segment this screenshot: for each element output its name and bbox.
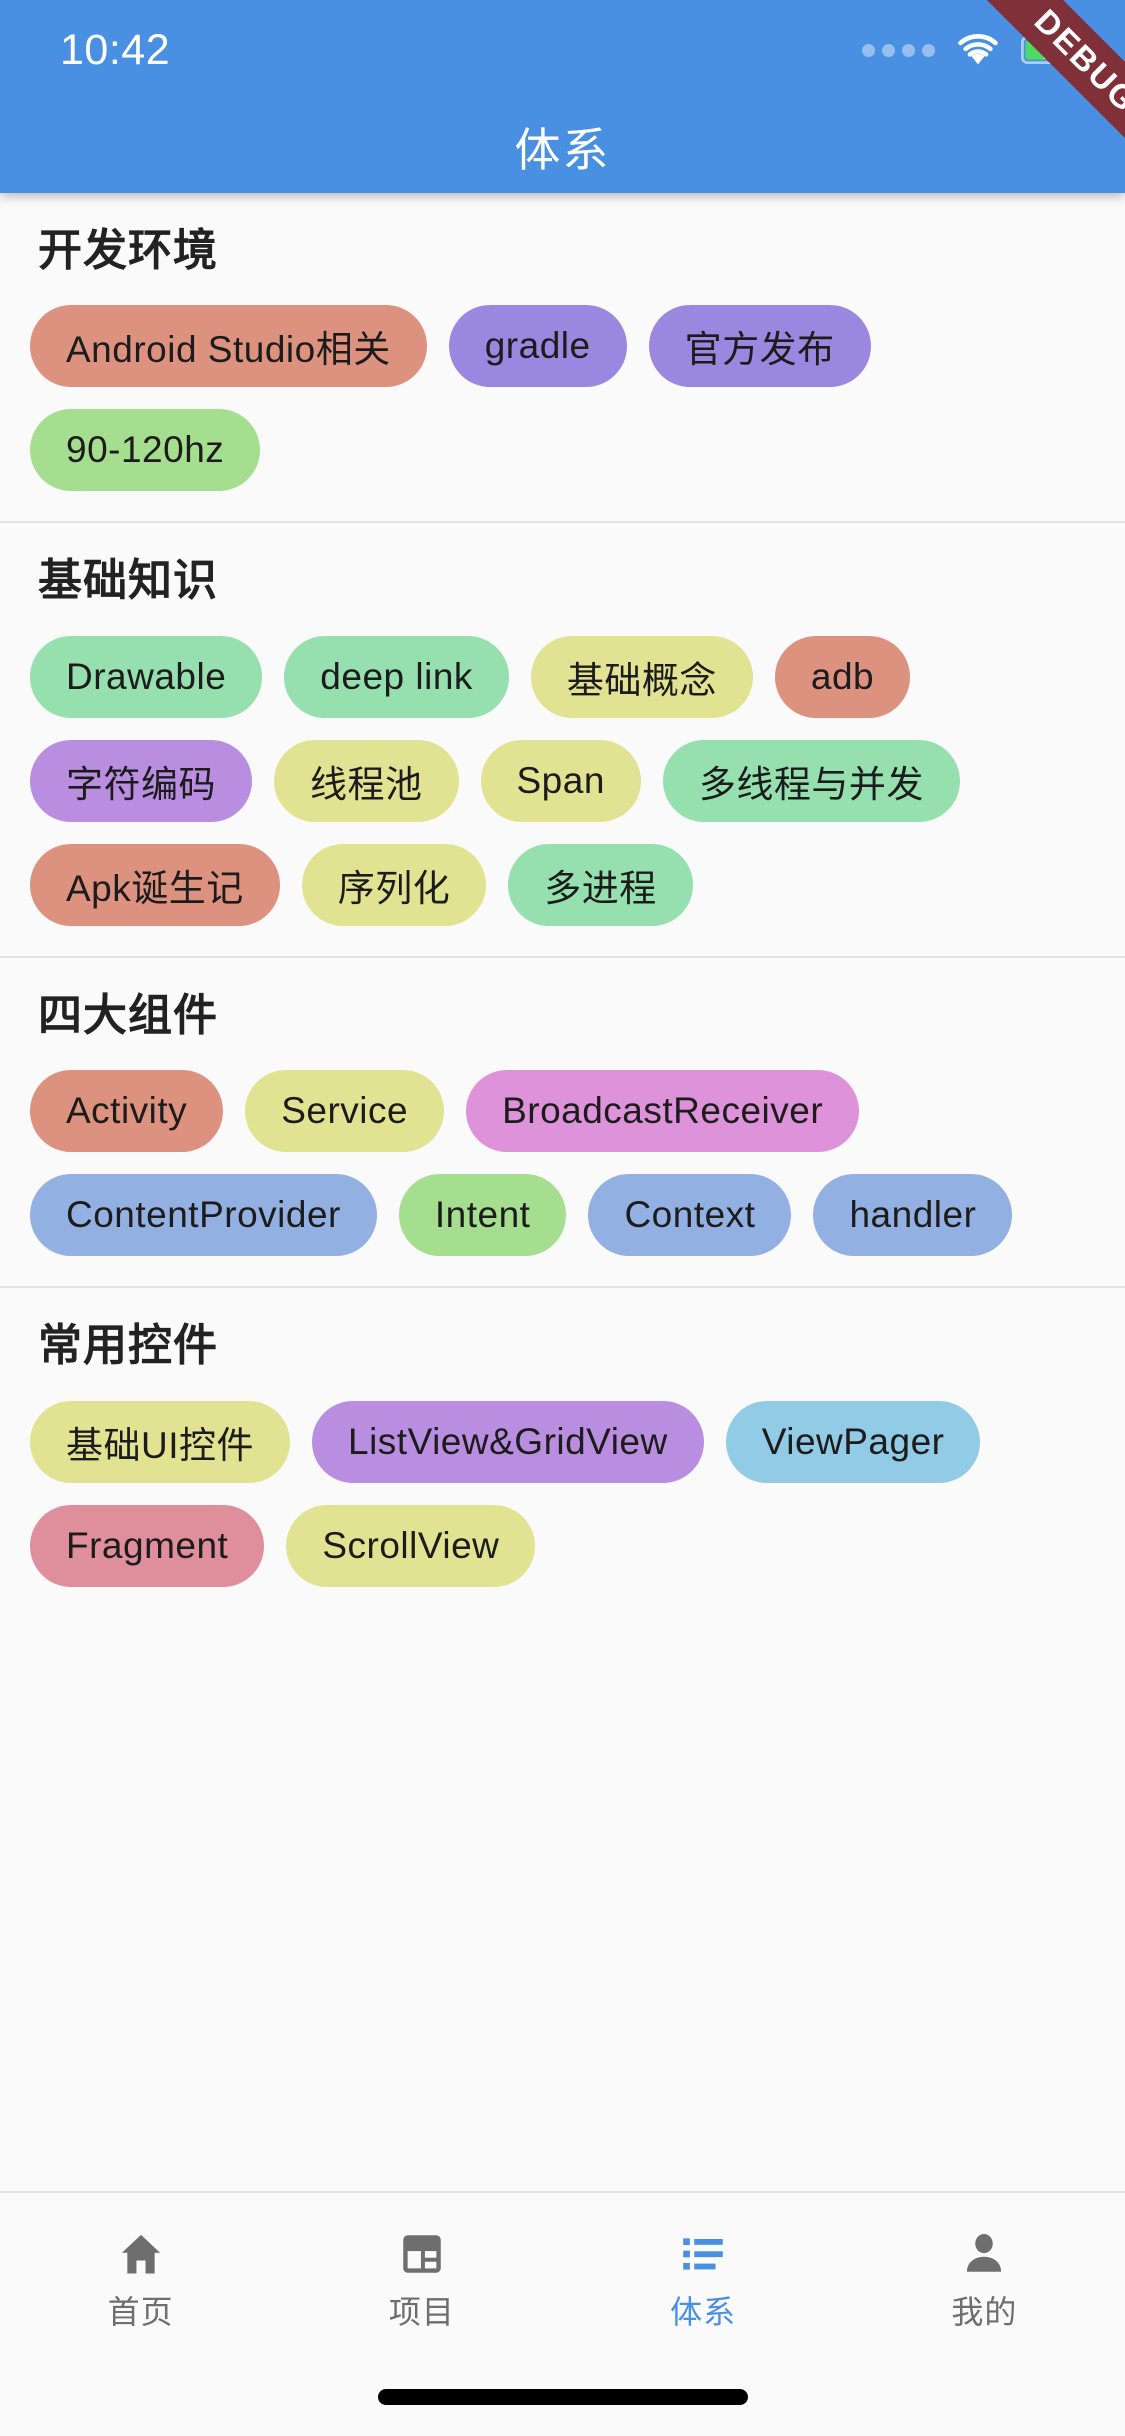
tag-chip[interactable]: Context bbox=[588, 1174, 792, 1257]
bottom-nav-items: 首页 项目 bbox=[0, 2193, 1125, 2360]
tag-chip[interactable]: deep link bbox=[284, 635, 509, 718]
tag-chip[interactable]: ContentProvider bbox=[30, 1174, 377, 1257]
tag-chip[interactable]: 基础UI控件 bbox=[30, 1400, 290, 1483]
wifi-icon bbox=[957, 34, 999, 66]
section-title: 基础知识 bbox=[38, 556, 218, 606]
status-bar-clock: 10:42 bbox=[60, 25, 171, 74]
tag-chip[interactable]: 字符编码 bbox=[30, 739, 252, 822]
home-indicator[interactable] bbox=[377, 2389, 748, 2405]
page-title: 体系 bbox=[514, 123, 611, 176]
person-icon bbox=[956, 2226, 1012, 2282]
tag-chip[interactable]: 序列化 bbox=[301, 843, 487, 926]
home-indicator-area bbox=[0, 2360, 1125, 2434]
tag-chip[interactable]: ScrollView bbox=[286, 1504, 536, 1587]
section-title: 常用控件 bbox=[38, 1321, 218, 1371]
section-list: 开发环境 Android Studio相关 gradle 官方发布 90-120hz 基础… bbox=[0, 193, 1125, 1617]
home-icon bbox=[113, 2226, 169, 2282]
section-title: 四大组件 bbox=[38, 990, 218, 1040]
app-bar: 10:42 bbox=[0, 0, 1125, 193]
dashboard-icon bbox=[394, 2226, 450, 2282]
tag-chip[interactable]: Span bbox=[480, 739, 641, 822]
tag-chip[interactable]: BroadcastReceiver bbox=[466, 1070, 860, 1153]
battery-charging-icon bbox=[1021, 36, 1073, 64]
tag-chip[interactable]: Activity bbox=[30, 1070, 224, 1153]
status-bar-icons bbox=[862, 34, 1073, 66]
system-tree-scroll-area[interactable]: 开发环境 Android Studio相关 gradle 官方发布 90-120hz 基础… bbox=[0, 193, 1125, 2193]
tag-chip[interactable]: Drawable bbox=[30, 635, 263, 718]
tag-chip[interactable]: adb bbox=[774, 635, 911, 718]
nav-item-profile[interactable]: 我的 bbox=[844, 2226, 1125, 2328]
tag-list: Android Studio相关 gradle 官方发布 90-120hz bbox=[30, 305, 1095, 492]
tag-chip[interactable]: Android Studio相关 bbox=[30, 305, 427, 388]
list-icon bbox=[675, 2226, 731, 2282]
tag-chip[interactable]: 多线程与并发 bbox=[662, 739, 960, 822]
status-bar: 10:42 bbox=[0, 0, 1125, 100]
section-title: 开发环境 bbox=[38, 226, 218, 275]
tag-chip[interactable]: 多进程 bbox=[508, 843, 693, 926]
bottom-navigation-bar: 首页 项目 bbox=[0, 2191, 1125, 2436]
nav-item-home[interactable]: 首页 bbox=[0, 2226, 281, 2328]
tag-chip[interactable]: gradle bbox=[448, 305, 627, 388]
nav-item-projects[interactable]: 项目 bbox=[281, 2226, 562, 2328]
tag-chip[interactable]: handler bbox=[813, 1174, 1013, 1257]
tag-chip[interactable]: Apk诞生记 bbox=[30, 843, 280, 926]
tag-chip[interactable]: 90-120hz bbox=[30, 409, 261, 492]
nav-item-system[interactable]: 体系 bbox=[563, 2226, 844, 2328]
nav-label-home: 首页 bbox=[107, 2293, 174, 2330]
knowledge-section: 开发环境 Android Studio相关 gradle 官方发布 90-120hz bbox=[0, 193, 1125, 524]
nav-label-projects: 项目 bbox=[388, 2293, 455, 2330]
tag-chip[interactable]: 基础概念 bbox=[530, 635, 753, 718]
tag-chip[interactable]: Fragment bbox=[30, 1504, 265, 1587]
nav-label-system: 体系 bbox=[670, 2293, 737, 2330]
tag-chip[interactable]: ViewPager bbox=[725, 1400, 981, 1483]
tag-list: Drawable deep link 基础概念 adb 字符编码线程池 Span 多线程与并… bbox=[30, 635, 1095, 926]
knowledge-section: 基础知识 Drawable deep link 基础概念 adb 字符编码线程池 Span 多… bbox=[0, 523, 1125, 958]
tag-chip[interactable]: Intent bbox=[398, 1174, 567, 1257]
nav-label-profile: 我的 bbox=[951, 2293, 1018, 2330]
tag-chip[interactable]: 线程池 bbox=[274, 739, 459, 822]
tag-chip[interactable]: Service bbox=[245, 1070, 445, 1153]
tag-chip[interactable]: 官方发布 bbox=[648, 305, 871, 388]
signal-dots-icon bbox=[862, 43, 935, 57]
tag-chip[interactable]: ListView&GridView bbox=[312, 1400, 704, 1483]
